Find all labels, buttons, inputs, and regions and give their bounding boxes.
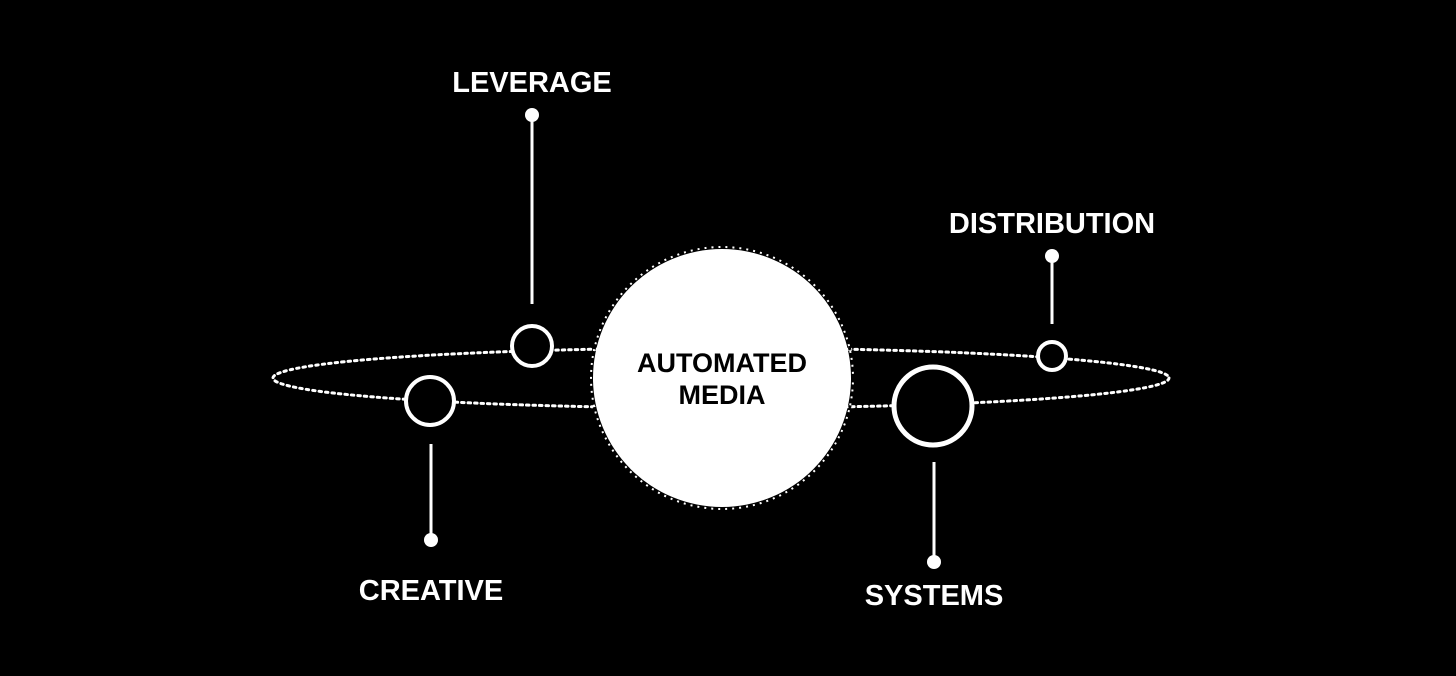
systems-node: SYSTEMS <box>865 364 1004 612</box>
distribution-moon <box>1036 340 1068 372</box>
center-planet <box>593 249 851 507</box>
systems-label: SYSTEMS <box>865 580 1004 612</box>
leverage-node: LEVERAGE <box>452 67 612 368</box>
systems-connector-dot <box>927 555 941 569</box>
creative-label: CREATIVE <box>359 575 503 607</box>
center-label-line2: MEDIA <box>679 380 766 410</box>
distribution-connector-dot <box>1045 249 1059 263</box>
creative-node: CREATIVE <box>359 375 503 607</box>
leverage-connector-dot <box>525 108 539 122</box>
center-planet-dotted-edge <box>589 245 855 511</box>
creative-moon <box>404 375 456 427</box>
systems-moon <box>891 364 975 448</box>
center-label-line1: AUTOMATED <box>637 348 807 378</box>
distribution-label: DISTRIBUTION <box>949 208 1155 240</box>
distribution-node: DISTRIBUTION <box>949 208 1155 372</box>
center-planet-dotted-rim <box>590 246 854 510</box>
leverage-moon <box>510 324 554 368</box>
leverage-label: LEVERAGE <box>452 67 612 99</box>
creative-connector-dot <box>424 533 438 547</box>
